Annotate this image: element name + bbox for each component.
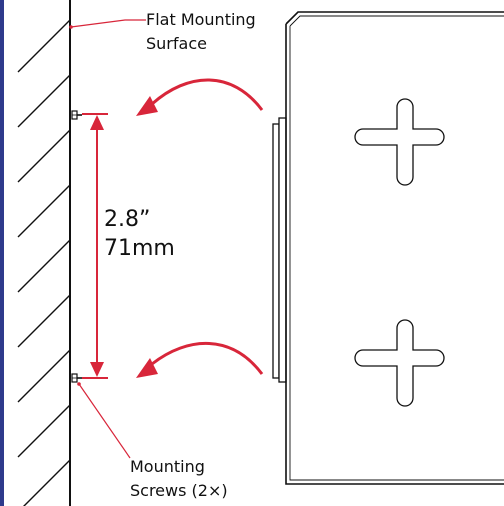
surface-leader-dot [69, 25, 73, 29]
device-body-inner [289, 15, 504, 481]
left-border-strip [0, 0, 4, 506]
screws-label-line1: Mounting [130, 457, 205, 476]
wall-hatching [17, 19, 71, 506]
dimension-label-mm: 71mm [104, 236, 175, 261]
screws-leader-line [78, 383, 131, 459]
dimension-arrow-top [90, 115, 104, 130]
device-body-outline [285, 11, 504, 485]
surface-leader-line [70, 19, 146, 28]
screw-icon [71, 110, 82, 120]
curved-arrow-icon [136, 78, 264, 116]
cross-keyhole-icon [354, 319, 445, 407]
screws-label-line2: Screws (2×) [130, 481, 228, 500]
surface-label-line2: Surface [146, 34, 207, 53]
curved-arrow-icon [136, 342, 264, 378]
dimension-marker [82, 113, 108, 379]
device-bracket [272, 117, 287, 383]
screws-leader-dot [77, 382, 81, 386]
screw-icon [71, 373, 82, 383]
dimension-arrow-bottom [90, 362, 104, 377]
cross-keyhole-icon [354, 98, 445, 186]
dimension-label-inches: 2.8” [104, 207, 151, 232]
surface-label-line1: Flat Mounting [146, 10, 256, 29]
